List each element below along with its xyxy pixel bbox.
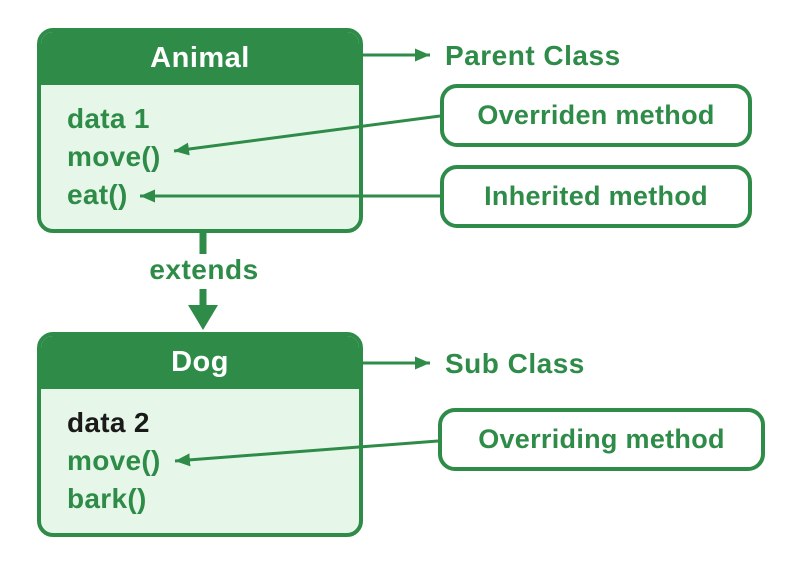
member-dog-bark: bark() [67,483,147,514]
member-animal-eat: eat() [67,179,128,210]
class-header-dog: Dog [41,336,359,389]
extends-label: extends [149,254,259,285]
member-dog-move: move() [67,445,161,476]
parent-class-label: Parent Class [445,40,621,71]
class-box-animal: Animal data 1 move() eat() [37,28,363,233]
callout-overriden-method: Overriden method [440,84,752,147]
sub-class-label: Sub Class [445,348,585,379]
extends-arrowhead [188,305,218,330]
member-animal-move: move() [67,141,161,172]
class-title-animal: Animal [150,42,250,74]
class-title-dog: Dog [171,346,229,378]
callout-overriding-method: Overriding method [438,408,765,471]
class-box-dog: Dog data 2 move() bark() [37,332,363,537]
callout-inherited-method: Inherited method [440,165,752,228]
class-body-dog: data 2 move() bark() [41,389,359,518]
member-dog-data2: data 2 [67,407,150,438]
class-header-animal: Animal [41,32,359,85]
callout-overriden-method-label: Overriden method [477,100,715,130]
member-animal-data1: data 1 [67,103,150,134]
class-body-animal: data 1 move() eat() [41,85,359,214]
callout-inherited-method-label: Inherited method [484,181,708,211]
callout-overriding-method-label: Overriding method [478,424,725,454]
